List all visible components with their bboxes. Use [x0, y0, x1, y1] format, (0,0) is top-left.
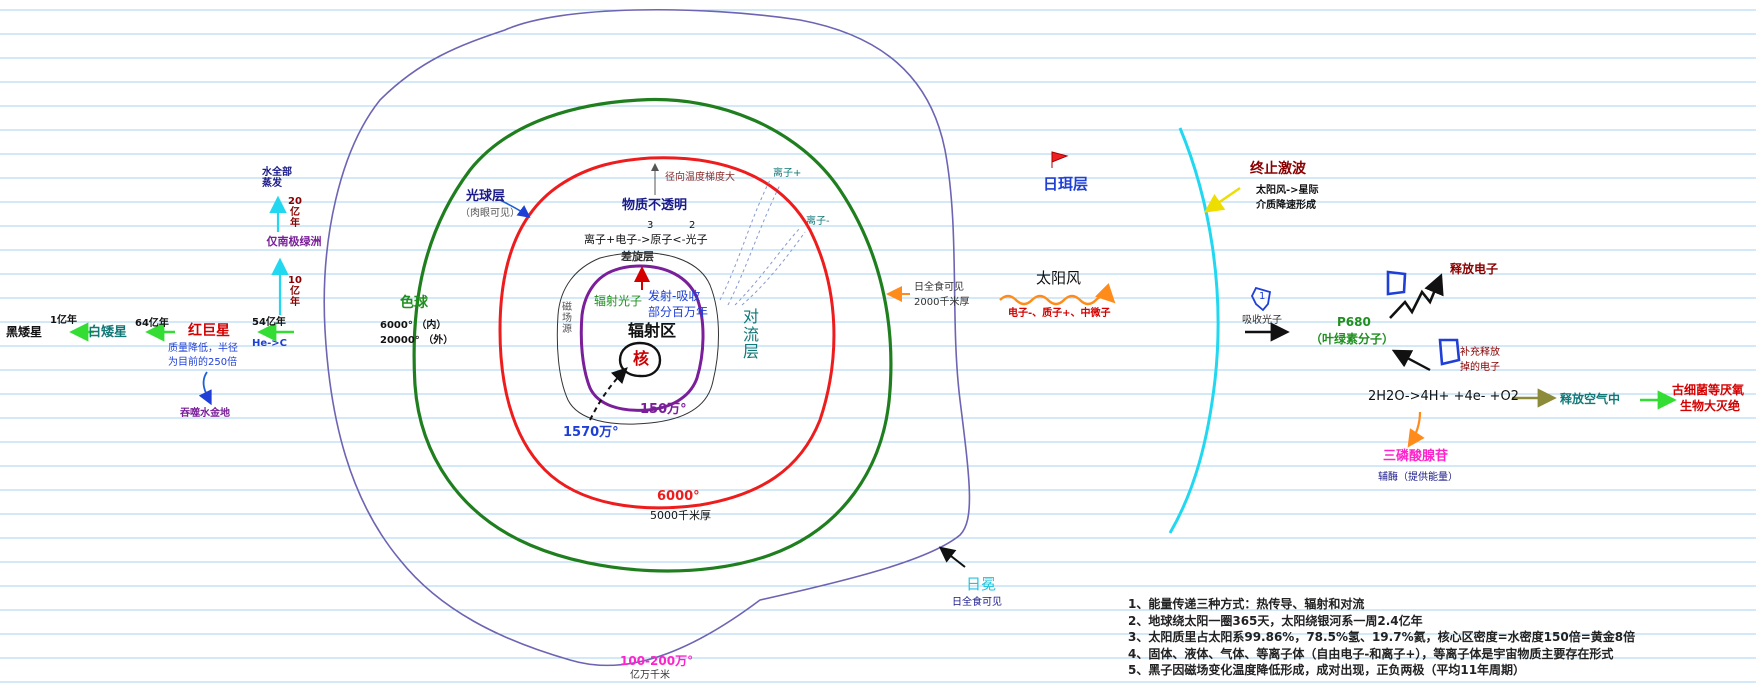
note-3: 3、太阳质里占太阳系99.86%，78.5%氢、19.7%氦，核心区密度=水密度… — [1128, 630, 1636, 644]
black-dwarf-label: 黑矮星 — [6, 325, 43, 339]
temp-6000-label: 6000° — [657, 489, 700, 504]
age-54-label: 54亿年 — [252, 317, 286, 328]
convection-stream-1 — [719, 179, 771, 301]
note-5: 5、黑子因磁场变化温度降低形成，成对出现，正负两极（平均11年周期） — [1128, 663, 1526, 677]
solar-wind-wave — [999, 283, 1116, 306]
chlorophyll-label: （叶绿素分子） — [1310, 332, 1395, 346]
he-c-label: He->C — [252, 338, 288, 349]
age-10-label: 10亿年 — [288, 275, 302, 308]
prominence-label: 日珥层 — [1043, 175, 1089, 193]
core-temp-arrow — [589, 367, 628, 421]
emission-absorption-label: 发射-吸收 — [648, 289, 701, 303]
corona-boundary — [323, 8, 971, 667]
shell-1-icon — [1250, 286, 1272, 312]
temp-150-label: 150万° — [640, 402, 687, 417]
replenish-electron-label-2: 掉的电子 — [1460, 362, 1500, 373]
atp-label: 三磷酸腺苷 — [1383, 449, 1449, 464]
note-4: 4、固体、液体、气体、等离子体（自由电子-和离子+），等离子体是宇宙物质主要存在… — [1128, 646, 1614, 661]
swallow-venus-arrow — [198, 371, 212, 406]
note-1: 1、能量传递三种方式：热传导、辐射和对流 — [1128, 597, 1365, 611]
core-label: 核 — [633, 349, 650, 368]
note-2: 2、地球绕太阳一圈365天，太阳绕银河系一周2.4亿年 — [1128, 613, 1423, 628]
age-20-label: 20亿年 — [288, 196, 302, 229]
shell-3-label: 3 — [647, 220, 654, 231]
termination-shock-label: 终止激波 — [1250, 161, 1306, 177]
white-dwarf-label: 白矮星 — [88, 325, 128, 340]
radiative-zone-label: 辐射区 — [628, 321, 677, 340]
photosphere-boundary — [498, 156, 836, 510]
radiation-photons-label: 辐射光子 — [594, 294, 643, 308]
photosphere-pointer-arrow — [499, 199, 531, 218]
corona-pointer-arrow — [938, 546, 966, 568]
thickness-5000-label: 5000千米厚 — [650, 509, 711, 522]
ion-to-photon-label: 离子+电子->原子<-光子 — [584, 233, 708, 246]
termination-shock-arc — [1168, 127, 1220, 534]
swallow-venus-label: 吞噬水金地 — [180, 408, 230, 419]
thickness-2000-label: 2000千米厚 — [914, 297, 970, 308]
atp-arrow — [1407, 411, 1425, 448]
differential-layer-boundary — [556, 252, 719, 425]
release-electron-arrow — [1389, 273, 1444, 319]
core-boundary — [618, 341, 662, 378]
great-oxidation-label-1: 古细菌等厌氧 — [1672, 383, 1745, 397]
release-electron-label: 释放电子 — [1450, 262, 1499, 276]
absorb-photon-label: 吸收光子 — [1242, 315, 1282, 326]
mass-loss-label-2: 为目前的250倍 — [168, 357, 238, 368]
solar-wind-label: 太阳风 — [1036, 269, 1082, 287]
corona-temp-label: 100-200万° — [620, 654, 694, 668]
magnetic-source-label: 磁场源 — [562, 302, 572, 335]
chromosphere-temp-outer: 20000° （外） — [380, 335, 454, 346]
convection-stream-3 — [734, 227, 801, 306]
eclipse-visible-chromosphere-label: 日全食可见 — [914, 282, 964, 293]
convection-stream-2 — [727, 184, 781, 306]
visible-naked-eye-label: （肉眼可见） — [460, 208, 520, 219]
mass-loss-label-1: 质量降低，半径 — [168, 343, 238, 354]
age-1-label: 1亿年 — [50, 315, 77, 326]
replenish-electron-label-1: 补充释放 — [1460, 347, 1500, 358]
wind-particles-label: 电子-、质子+、中微子 — [1008, 308, 1111, 319]
great-oxidation-label-2: 生物大灭绝 — [1680, 399, 1741, 413]
chromosphere-label: 色球 — [400, 295, 428, 311]
photosphere-label: 光球层 — [466, 189, 506, 204]
shell-3-icon — [1438, 338, 1461, 366]
release-air-label: 释放空气中 — [1560, 392, 1621, 406]
shell-1-label: 1 — [1259, 291, 1266, 302]
convection-label: 对流层 — [742, 307, 759, 362]
corona-extent-label: 亿万千米 — [630, 670, 670, 681]
water-split-equation: 2H2O->4H+ +4e- +O2 — [1368, 389, 1519, 404]
shock-desc-1: 太阳风->星际 — [1256, 185, 1319, 196]
radiative-zone-boundary — [579, 264, 705, 412]
replenish-electron-arrow — [1391, 349, 1431, 372]
eclipse-visible-corona-label: 日全食可见 — [952, 597, 1002, 608]
convection-stream-4 — [741, 231, 806, 306]
radial-gradient-label: 径向温度梯度大 — [665, 172, 735, 183]
age-64-label: 64亿年 — [135, 318, 169, 329]
million-years-label: 部分百万年 — [648, 305, 709, 319]
ion-plus-label: 离子+ — [773, 168, 802, 179]
temp-1570-label: 1570万° — [563, 425, 619, 440]
p680-label: P680 — [1337, 315, 1371, 329]
shock-desc-2: 介质降速形成 — [1256, 200, 1316, 211]
shell-2-icon — [1386, 270, 1407, 296]
corona-label: 日冕 — [966, 575, 997, 593]
prominence-flag-icon — [1051, 151, 1069, 168]
termination-shock-pointer-arrow — [1204, 187, 1241, 213]
red-giant-label: 红巨星 — [188, 323, 230, 339]
chromosphere-boundary — [412, 97, 893, 573]
opaque-label: 物质不透明 — [622, 198, 688, 213]
ion-minus-label: 离子- — [806, 216, 830, 227]
atp-note-label: 辅酶（提供能量） — [1378, 472, 1458, 483]
antarctica-green-label: 仅南极绿洲 — [266, 235, 322, 248]
differential-layer-label: 差旋层 — [621, 250, 654, 263]
shell-2-label: 2 — [689, 220, 696, 231]
water-evaporate-label: 水全部蒸发 — [262, 167, 292, 189]
chromosphere-temp-inner: 6000° （内） — [380, 320, 447, 331]
energy-notes: 1、能量传递三种方式：热传导、辐射和对流 2、地球绕太阳一圈365天，太阳绕银河… — [1128, 596, 1635, 679]
